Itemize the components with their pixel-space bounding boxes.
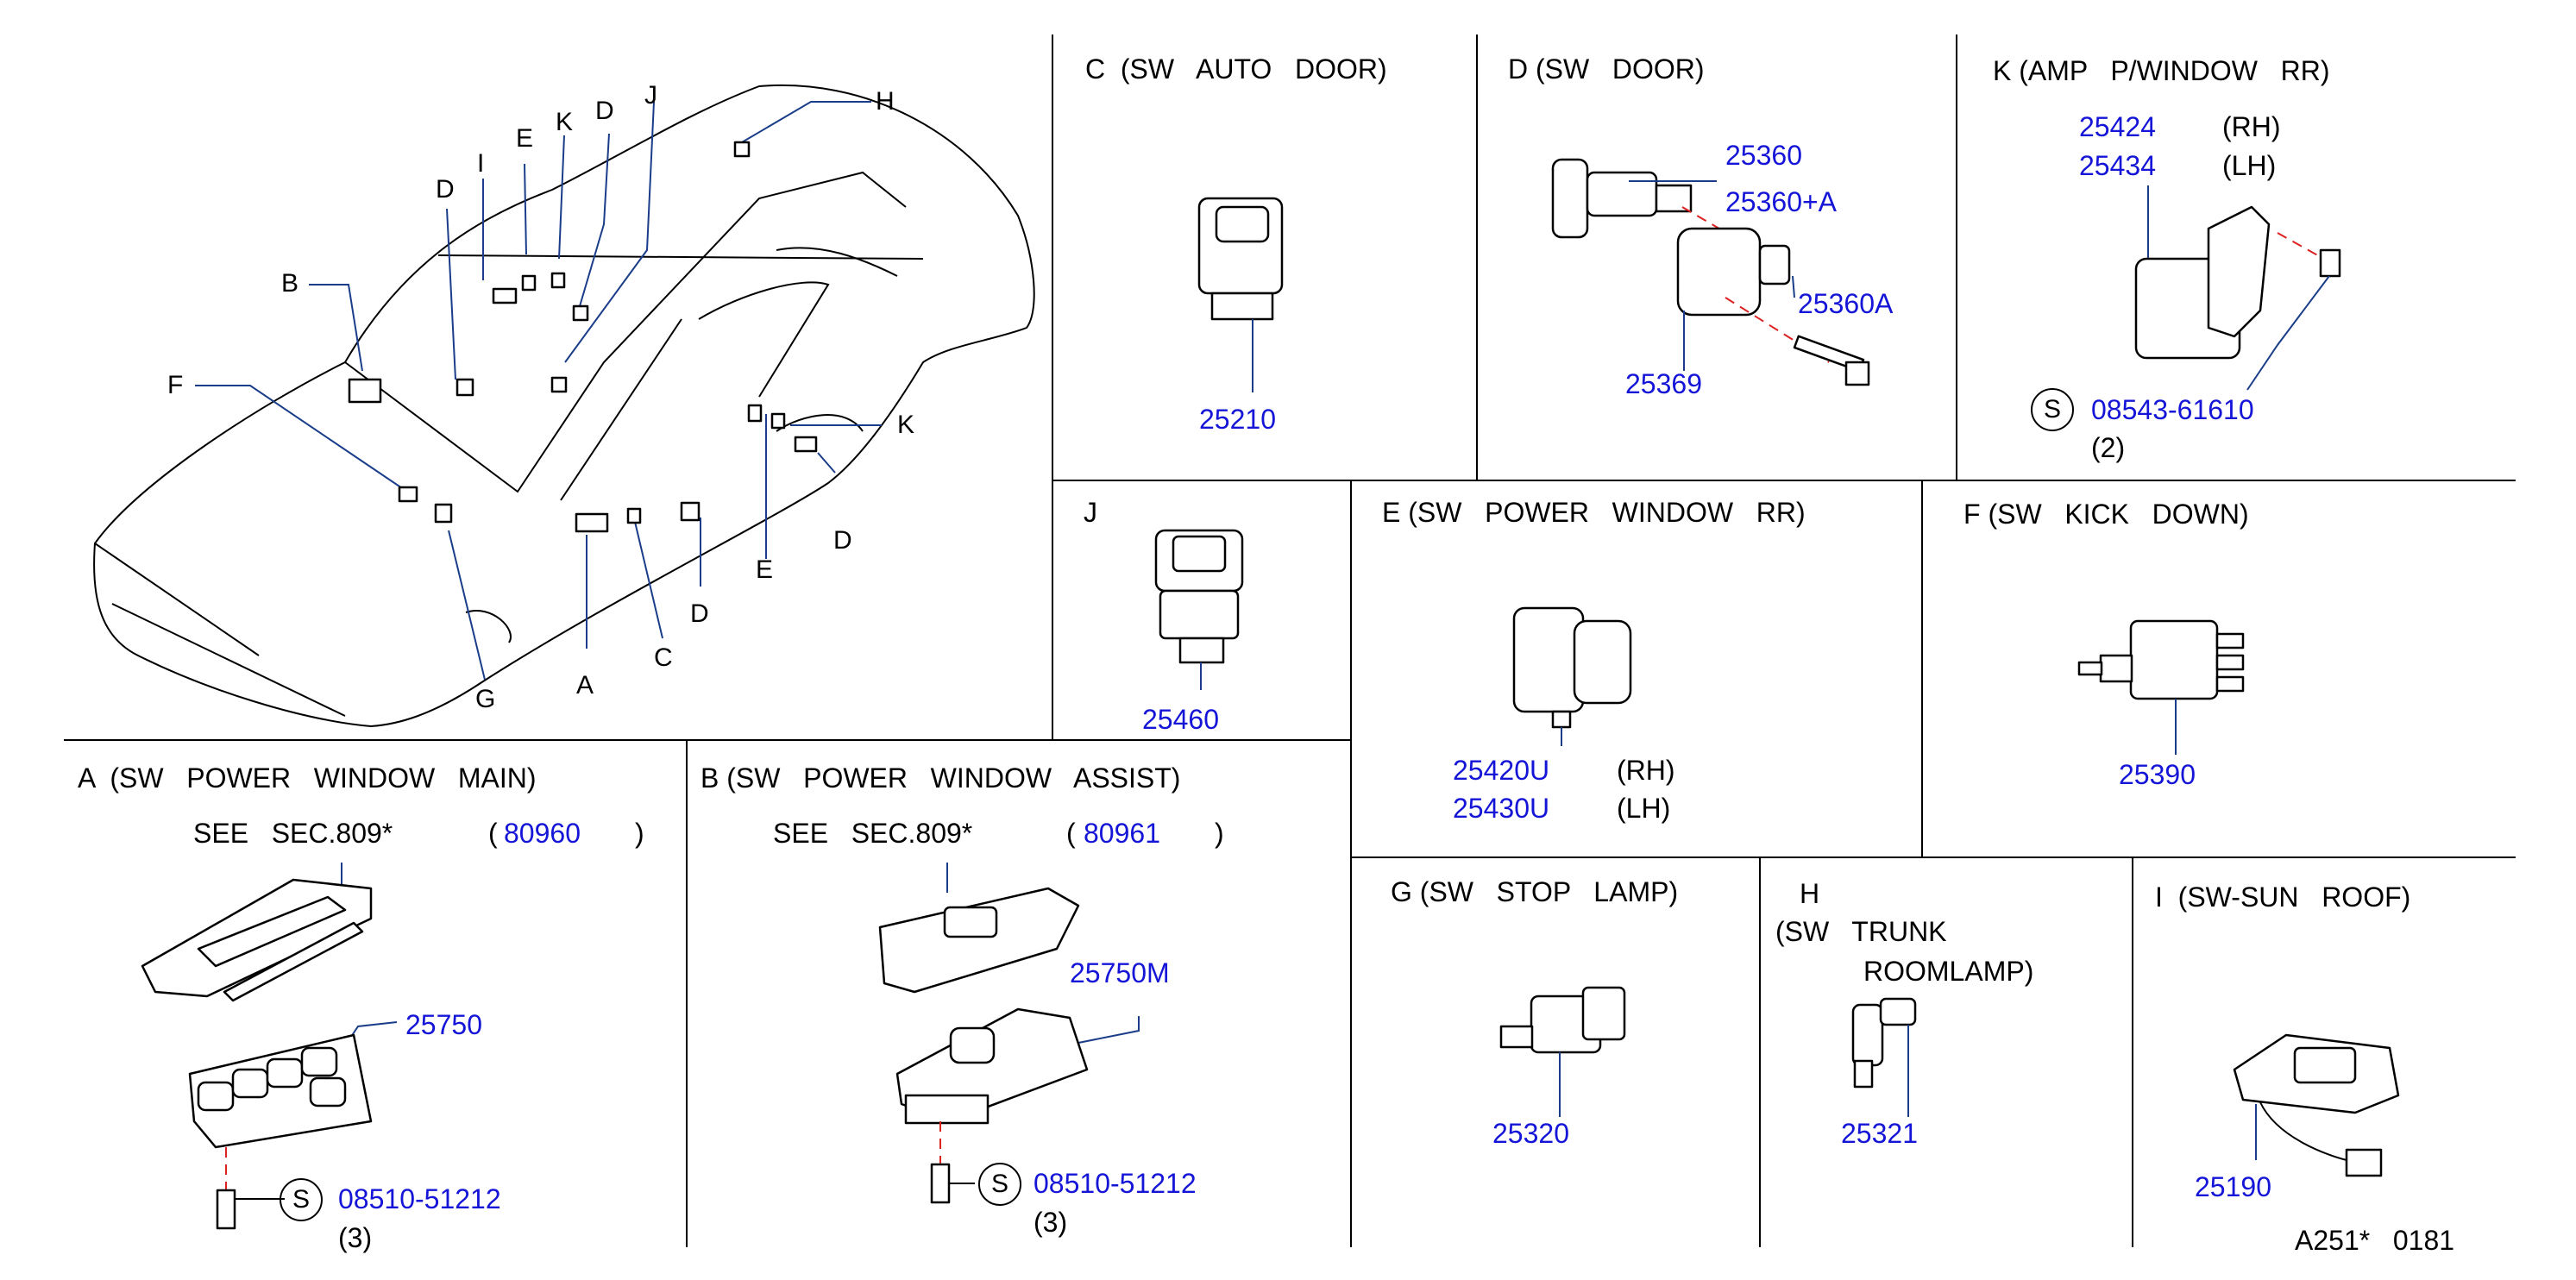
paren-open: ( — [1066, 818, 1076, 849]
part-number: 25320 — [1492, 1118, 1569, 1149]
callout-e-roof: E — [516, 124, 534, 153]
section-d-title: D (SW DOOR) — [1508, 53, 1705, 85]
part-number: 25360+A — [1725, 186, 1838, 217]
auto-door-switch-illustration — [1197, 197, 1284, 392]
side-label: (LH) — [1617, 793, 1671, 824]
callout-h: H — [876, 87, 895, 116]
standard-part-symbol: S — [978, 1163, 1021, 1206]
part-number: 25390 — [2119, 759, 2196, 790]
car-part-markers — [348, 141, 818, 533]
part-number: 25190 — [2195, 1171, 2271, 1202]
callout-e-door: E — [756, 555, 774, 584]
callout-d-roof: D — [595, 97, 614, 125]
kick-down-switch-illustration — [2077, 619, 2245, 755]
callout-k-roof: K — [556, 108, 574, 136]
rr-window-switch-illustration — [1512, 606, 1632, 746]
callout-i: I — [477, 149, 485, 178]
section-c-title: C (SW AUTO DOOR) — [1085, 53, 1387, 85]
side-label: (RH) — [2222, 111, 2281, 142]
paren-close: ) — [635, 818, 644, 849]
standard-part-symbol: S — [280, 1178, 323, 1221]
callout-f: F — [167, 371, 184, 399]
part-number: 08510-51212 — [1034, 1168, 1197, 1199]
section-ref-link[interactable]: 80960 — [504, 818, 581, 849]
part-number: 25210 — [1199, 404, 1276, 435]
callout-d-front: D — [436, 175, 455, 204]
door-switch-illustration — [1551, 158, 1870, 386]
section-f-title: F (SW KICK DOWN) — [1963, 499, 2249, 530]
paren-close: ) — [1215, 818, 1224, 849]
part-number: 25750 — [405, 1009, 482, 1040]
car-leaders — [195, 101, 882, 681]
section-j-title: J — [1084, 497, 1097, 528]
part-number: 25360 — [1725, 140, 1802, 171]
see-section-label: SEE SEC.809* — [193, 818, 393, 849]
part-number: 25360A — [1798, 288, 1894, 319]
callout-c: C — [654, 643, 673, 672]
part-number: 08543-61610 — [2091, 394, 2254, 425]
quantity-label: (3) — [338, 1222, 373, 1253]
car-outline — [93, 85, 1035, 728]
stop-lamp-switch-illustration — [1499, 986, 1626, 1117]
section-g-title: G (SW STOP LAMP) — [1391, 876, 1679, 907]
part-number: 25369 — [1625, 368, 1702, 399]
section-h-subtitle: (SW TRUNK — [1775, 916, 1947, 947]
see-section-label: SEE SEC.809* — [773, 818, 973, 849]
part-number: 25430U — [1453, 793, 1550, 824]
part-number: 25321 — [1841, 1118, 1918, 1149]
part-number: 25424 — [2079, 111, 2156, 142]
callout-k-door: K — [897, 411, 915, 439]
callout-d-door: D — [690, 599, 709, 628]
paren-open: ( — [488, 818, 498, 849]
trunk-room-lamp-switch-illustration — [1851, 997, 1917, 1117]
side-label: (RH) — [1617, 755, 1675, 786]
section-k-title: K (AMP P/WINDOW RR) — [1993, 55, 2330, 86]
quantity-label: (2) — [2091, 432, 2126, 463]
section-ref-link[interactable]: 80961 — [1084, 818, 1160, 849]
panel-grid — [64, 35, 2516, 1247]
section-e-title: E (SW POWER WINDOW RR) — [1382, 497, 1806, 528]
section-a-title: A (SW POWER WINDOW MAIN) — [78, 762, 537, 794]
main-window-switch-illustration — [141, 863, 398, 1230]
section-i-title: I (SW-SUN ROOF) — [2155, 882, 2411, 913]
callout-b: B — [281, 269, 299, 298]
sun-roof-switch-illustration — [2233, 1033, 2400, 1177]
rear-window-amp-illustration — [2134, 185, 2341, 391]
callout-j: J — [644, 81, 657, 110]
callout-d-rear: D — [833, 526, 852, 555]
part-number: 25434 — [2079, 150, 2156, 181]
section-h-subtitle-cont: ROOMLAMP) — [1863, 956, 2034, 987]
part-number: 25460 — [1142, 704, 1219, 735]
part-number: 25420U — [1453, 755, 1550, 786]
part-number: 25750M — [1070, 957, 1170, 988]
j-switch-illustration — [1154, 529, 1244, 690]
part-number: 08510-51212 — [338, 1183, 501, 1214]
standard-part-symbol: S — [2031, 388, 2074, 431]
assist-window-switch-illustration — [878, 863, 1140, 1204]
section-h-title: H — [1800, 878, 1820, 909]
quantity-label: (3) — [1034, 1207, 1068, 1238]
drawing-code: A251* 0181 — [2295, 1225, 2455, 1256]
callout-g: G — [475, 685, 496, 713]
callout-a: A — [576, 671, 594, 700]
section-b-title: B (SW POWER WINDOW ASSIST) — [701, 762, 1181, 794]
side-label: (LH) — [2222, 150, 2277, 181]
